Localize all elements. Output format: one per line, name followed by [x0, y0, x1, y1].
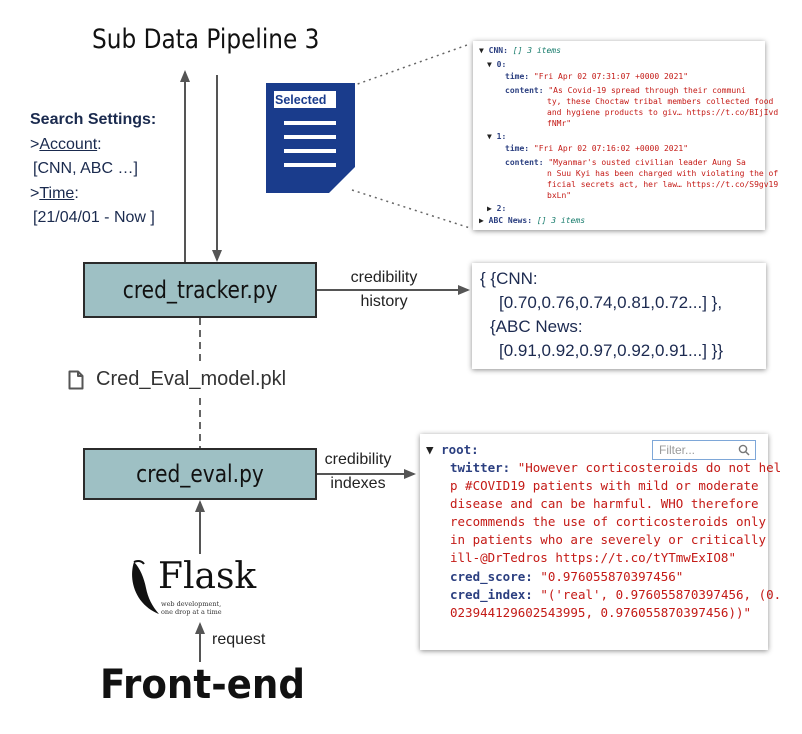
history-line: [0.91,0.92,0.97,0.92,0.91...] }} — [499, 341, 724, 360]
json-value: recommends the use of corticosteroids on… — [450, 514, 767, 529]
json-key-abc: ABC News: — [488, 216, 533, 225]
json-value: 023944129602543995, 0.976055870397456))" — [450, 605, 752, 620]
flask-wordmark: Flask — [158, 556, 257, 597]
credibility-history-label: credibility history — [335, 266, 433, 314]
time-label: Time — [39, 184, 75, 202]
json-value: "Myanmar's ousted civilian leader Aung S… — [548, 158, 746, 167]
model-file-name: Cred_Eval_model.pkl — [96, 368, 287, 390]
json-value: p #COVID19 patients with mild or moderat… — [450, 478, 759, 493]
json-key-cred-score: cred_score: — [450, 569, 533, 584]
request-label: request — [212, 631, 266, 648]
account-value: [CNN, ABC …] — [33, 160, 138, 177]
json-value: ill-@DrTedros https://t.co/tYTmwExIO8" — [450, 550, 736, 565]
json-key-time: time: — [505, 144, 530, 153]
json-value: disease and can be harmful. WHO therefor… — [450, 496, 759, 511]
json-value: bxLn" — [547, 191, 572, 200]
json-index: 1: — [496, 132, 507, 141]
edge-label-line: credibility — [350, 269, 418, 286]
credibility-indexes-label: credibility indexes — [318, 448, 398, 496]
json-value: n Suu Kyi has been charged with violatin… — [547, 169, 779, 178]
cred-eval-node: cred_eval.py — [83, 448, 317, 500]
expand-caret-icon[interactable]: ▼ — [487, 132, 492, 141]
json-value: ty, these Choctaw tribal members collect… — [547, 97, 774, 106]
time-value: [21/04/01 - Now ] — [33, 209, 155, 226]
zoom-line-bottom — [351, 189, 471, 229]
json-value: fNMr" — [547, 119, 572, 128]
json-type-abc: [] 3 items — [536, 216, 586, 225]
root-output-panel: ▼ root: Filter... twitter: "However cort… — [420, 434, 781, 650]
json-index: 2: — [496, 204, 507, 213]
json-value: "Fri Apr 02 07:31:07 +0000 2021" — [533, 72, 689, 81]
json-value: in patients who are severely or critical… — [450, 532, 767, 547]
history-line: {ABC News: — [490, 317, 583, 336]
edge-label-line: indexes — [330, 475, 386, 492]
edge-label-line: credibility — [324, 451, 392, 468]
expand-caret-icon[interactable]: ▼ — [426, 442, 434, 457]
credibility-history-panel: { {CNN: [0.70,0.76,0.74,0.81,0.72...] },… — [472, 263, 766, 369]
json-value: ficial secrets act, her law… https://t.c… — [547, 180, 779, 189]
model-file: Cred_Eval_model.pkl — [68, 368, 286, 391]
json-key-time: time: — [505, 72, 530, 81]
file-icon — [68, 370, 84, 389]
search-icon — [738, 444, 750, 456]
account-setting: >Account: — [30, 135, 102, 153]
cred-eval-label: cred_eval.py — [136, 460, 264, 488]
flask-logo: Flask web development, one drop at a tim… — [128, 556, 274, 616]
pipeline-title: Sub Data Pipeline 3 — [92, 24, 320, 55]
json-preview-panel: ▼ CNN: [] 3 items ▼ 0: time: "Fri Apr 02… — [473, 41, 778, 230]
json-value: "However corticosteroids do not hel — [517, 460, 782, 475]
flask-tagline-line: web development, — [161, 600, 222, 608]
front-end-label: Front-end — [100, 662, 305, 708]
history-line: { {CNN: — [480, 269, 538, 288]
edge-label-line: history — [360, 293, 408, 310]
filter-input[interactable]: Filter... — [652, 440, 756, 460]
json-value: "As Covid-19 spread through their commun… — [548, 86, 746, 95]
time-setting: >Time: — [30, 184, 79, 202]
history-line: [0.70,0.76,0.74,0.81,0.72...] }, — [499, 293, 723, 312]
flask-tagline-line: one drop at a time — [161, 608, 222, 616]
json-value: and hygiene products to giv… https://t.c… — [547, 108, 779, 117]
cred-tracker-node: cred_tracker.py — [83, 262, 317, 318]
account-label: Account — [39, 135, 98, 153]
search-settings-title: Search Settings: — [30, 111, 157, 128]
json-value: "('real', 0.976055870397456, (0. — [540, 587, 782, 602]
collapse-caret-icon[interactable]: ▶ — [487, 204, 492, 213]
json-key-root: root: — [441, 442, 479, 457]
flask-tagline: web development, one drop at a time — [161, 600, 222, 616]
cred-tracker-label: cred_tracker.py — [122, 276, 278, 304]
json-value: "0.976055870397456" — [540, 569, 684, 584]
json-type-cnn: [] 3 items — [512, 46, 561, 55]
json-key-twitter: twitter: — [450, 460, 511, 475]
selected-document-icon: Selected — [266, 83, 355, 193]
flask-horn-icon — [132, 559, 159, 614]
zoom-line-top — [351, 43, 471, 87]
json-key-content: content: — [505, 158, 544, 167]
selected-label: Selected — [275, 93, 327, 107]
search-settings: Search Settings: >Account: [CNN, ABC …] … — [30, 108, 156, 231]
json-key-cnn: CNN: — [488, 46, 508, 55]
json-key-cred-index: cred_index: — [450, 587, 533, 602]
filter-placeholder: Filter... — [659, 443, 696, 457]
expand-caret-icon[interactable]: ▼ — [487, 60, 492, 69]
collapse-caret-icon[interactable]: ▶ — [479, 216, 484, 225]
json-index: 0: — [496, 60, 507, 69]
expand-caret-icon[interactable]: ▼ — [479, 46, 484, 55]
json-key-content: content: — [505, 86, 544, 95]
json-value: "Fri Apr 02 07:16:02 +0000 2021" — [533, 144, 689, 153]
